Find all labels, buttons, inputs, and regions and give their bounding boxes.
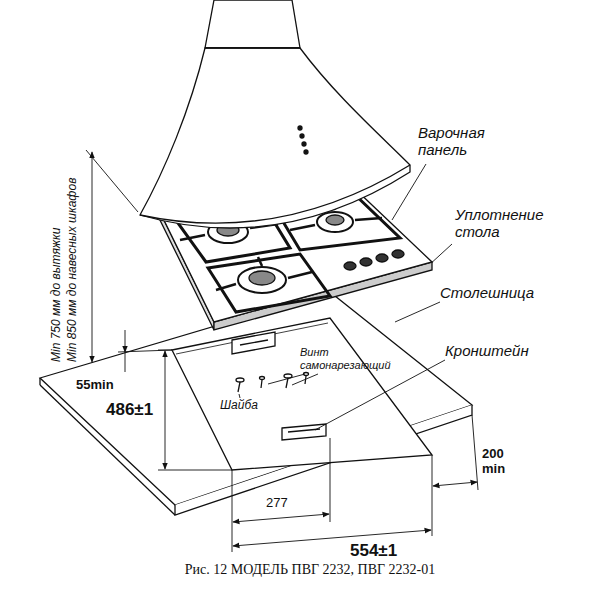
part-label: Кронштейн [445, 342, 529, 359]
countertop-edge [39, 378, 40, 385]
dimension: 55min [76, 378, 114, 393]
part-label: Уплотнение стола [455, 206, 560, 241]
clearance-note: Min 750 мм до вытяжки [50, 228, 64, 362]
clearance-note: Min 850 мм до навесных шкафов [66, 178, 80, 362]
bracket [232, 332, 275, 354]
part-label: Винт самонарезающий [300, 346, 384, 371]
countertop-edge [40, 385, 175, 515]
part-label: Шайба [220, 399, 258, 413]
countertop [40, 292, 472, 505]
bracket [282, 424, 326, 440]
cutout [172, 318, 432, 470]
dimension: 486±1 [106, 400, 153, 420]
part-label: Варочная панель [418, 124, 498, 159]
bracket [240, 340, 268, 345]
dimension: 277 [266, 496, 288, 511]
dimension: 200 min [482, 447, 516, 477]
dimension: 554±1 [350, 541, 397, 561]
range-hood [140, 0, 410, 228]
part-label: Столешница [440, 284, 534, 301]
figure-caption: Рис. 12 МОДЕЛЬ ПВГ 2232, ПВГ 2232-01 [100, 562, 520, 578]
